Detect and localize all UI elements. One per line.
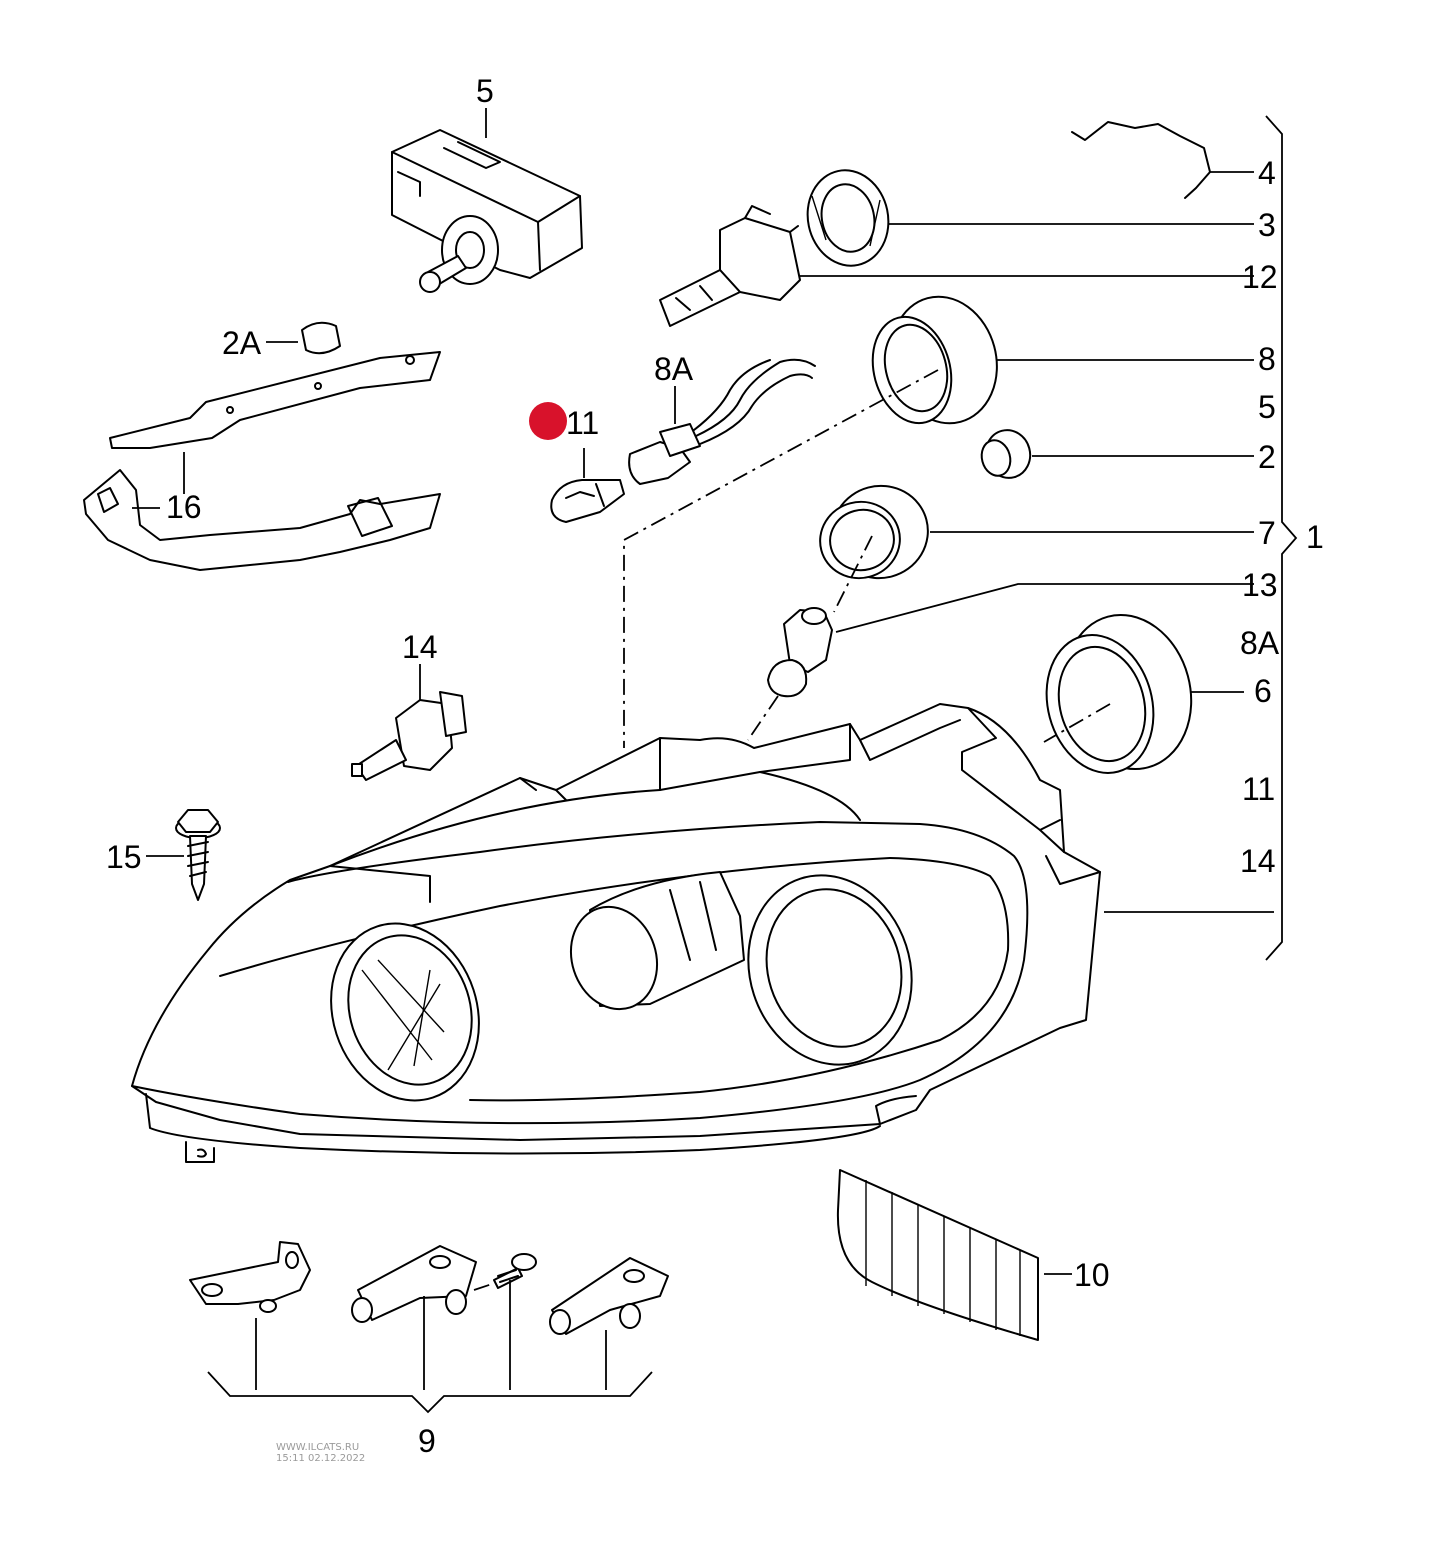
assembly-line-13 — [747, 695, 779, 741]
label-9: 9 — [418, 1423, 436, 1459]
label-3: 3 — [1258, 207, 1276, 243]
part-16-support-bracket[interactable] — [83, 351, 441, 571]
part-3-retaining-ring[interactable] — [799, 163, 897, 274]
part-10-cover-strip[interactable] — [836, 1169, 1039, 1341]
group-bracket — [1265, 115, 1298, 961]
assembly-line-7 — [833, 535, 873, 613]
label-13: 13 — [1242, 567, 1278, 603]
label-1: 1 — [1306, 519, 1324, 555]
label-11: 11 — [566, 405, 599, 441]
label-7: 7 — [1258, 515, 1276, 551]
part-4-wire-clip[interactable] — [1071, 121, 1211, 199]
high-beam-reflector — [747, 874, 913, 1066]
part-15-screw[interactable] — [175, 809, 221, 901]
label-14: 14 — [402, 629, 438, 665]
part-5-range-motor[interactable] — [391, 129, 583, 293]
label-10: 10 — [1074, 1257, 1110, 1293]
bracket-item-5: 5 — [1258, 389, 1276, 425]
kit-bracket-line — [207, 1371, 653, 1414]
assembly-line-6 — [1043, 703, 1111, 743]
bracket-item-14: 14 — [1240, 843, 1276, 879]
label-16: 16 — [166, 489, 202, 525]
label-4: 4 — [1258, 155, 1276, 191]
label-15: 15 — [106, 839, 142, 875]
part-11-wedge-bulb[interactable] — [550, 479, 625, 523]
watermark-stamp: 15:11 02.12.2022 — [276, 1453, 365, 1464]
label-2: 2 — [1258, 439, 1276, 475]
label-8a: 8A — [654, 351, 694, 387]
part-7-cap[interactable] — [812, 475, 939, 589]
label-8: 8 — [1258, 341, 1276, 377]
part-8a-socket-wiring[interactable] — [628, 358, 816, 485]
part-13-bulb[interactable] — [767, 607, 833, 698]
label-5: 5 — [476, 73, 494, 109]
part-2a-cap[interactable] — [301, 321, 341, 355]
part-6-cap[interactable] — [1032, 601, 1208, 785]
part-2-small-cap[interactable] — [978, 425, 1036, 483]
low-beam-reflector — [330, 922, 480, 1102]
watermark-site: WWW.ILCATS.RU — [276, 1442, 359, 1453]
projector-lens — [569, 871, 745, 1011]
bracket-item-8a: 8A — [1240, 625, 1280, 661]
bracket-item-11: 11 — [1242, 771, 1275, 807]
part-14-bulb-socket[interactable] — [351, 691, 467, 781]
highlight-marker — [529, 402, 567, 440]
label-12: 12 — [1242, 259, 1278, 295]
label-6: 6 — [1254, 673, 1272, 709]
part-12-h7-bulb[interactable] — [659, 205, 801, 327]
part-8-cap[interactable] — [861, 285, 1010, 436]
part-9-repair-kit[interactable] — [189, 1241, 669, 1335]
label-2a: 2A — [222, 325, 262, 361]
